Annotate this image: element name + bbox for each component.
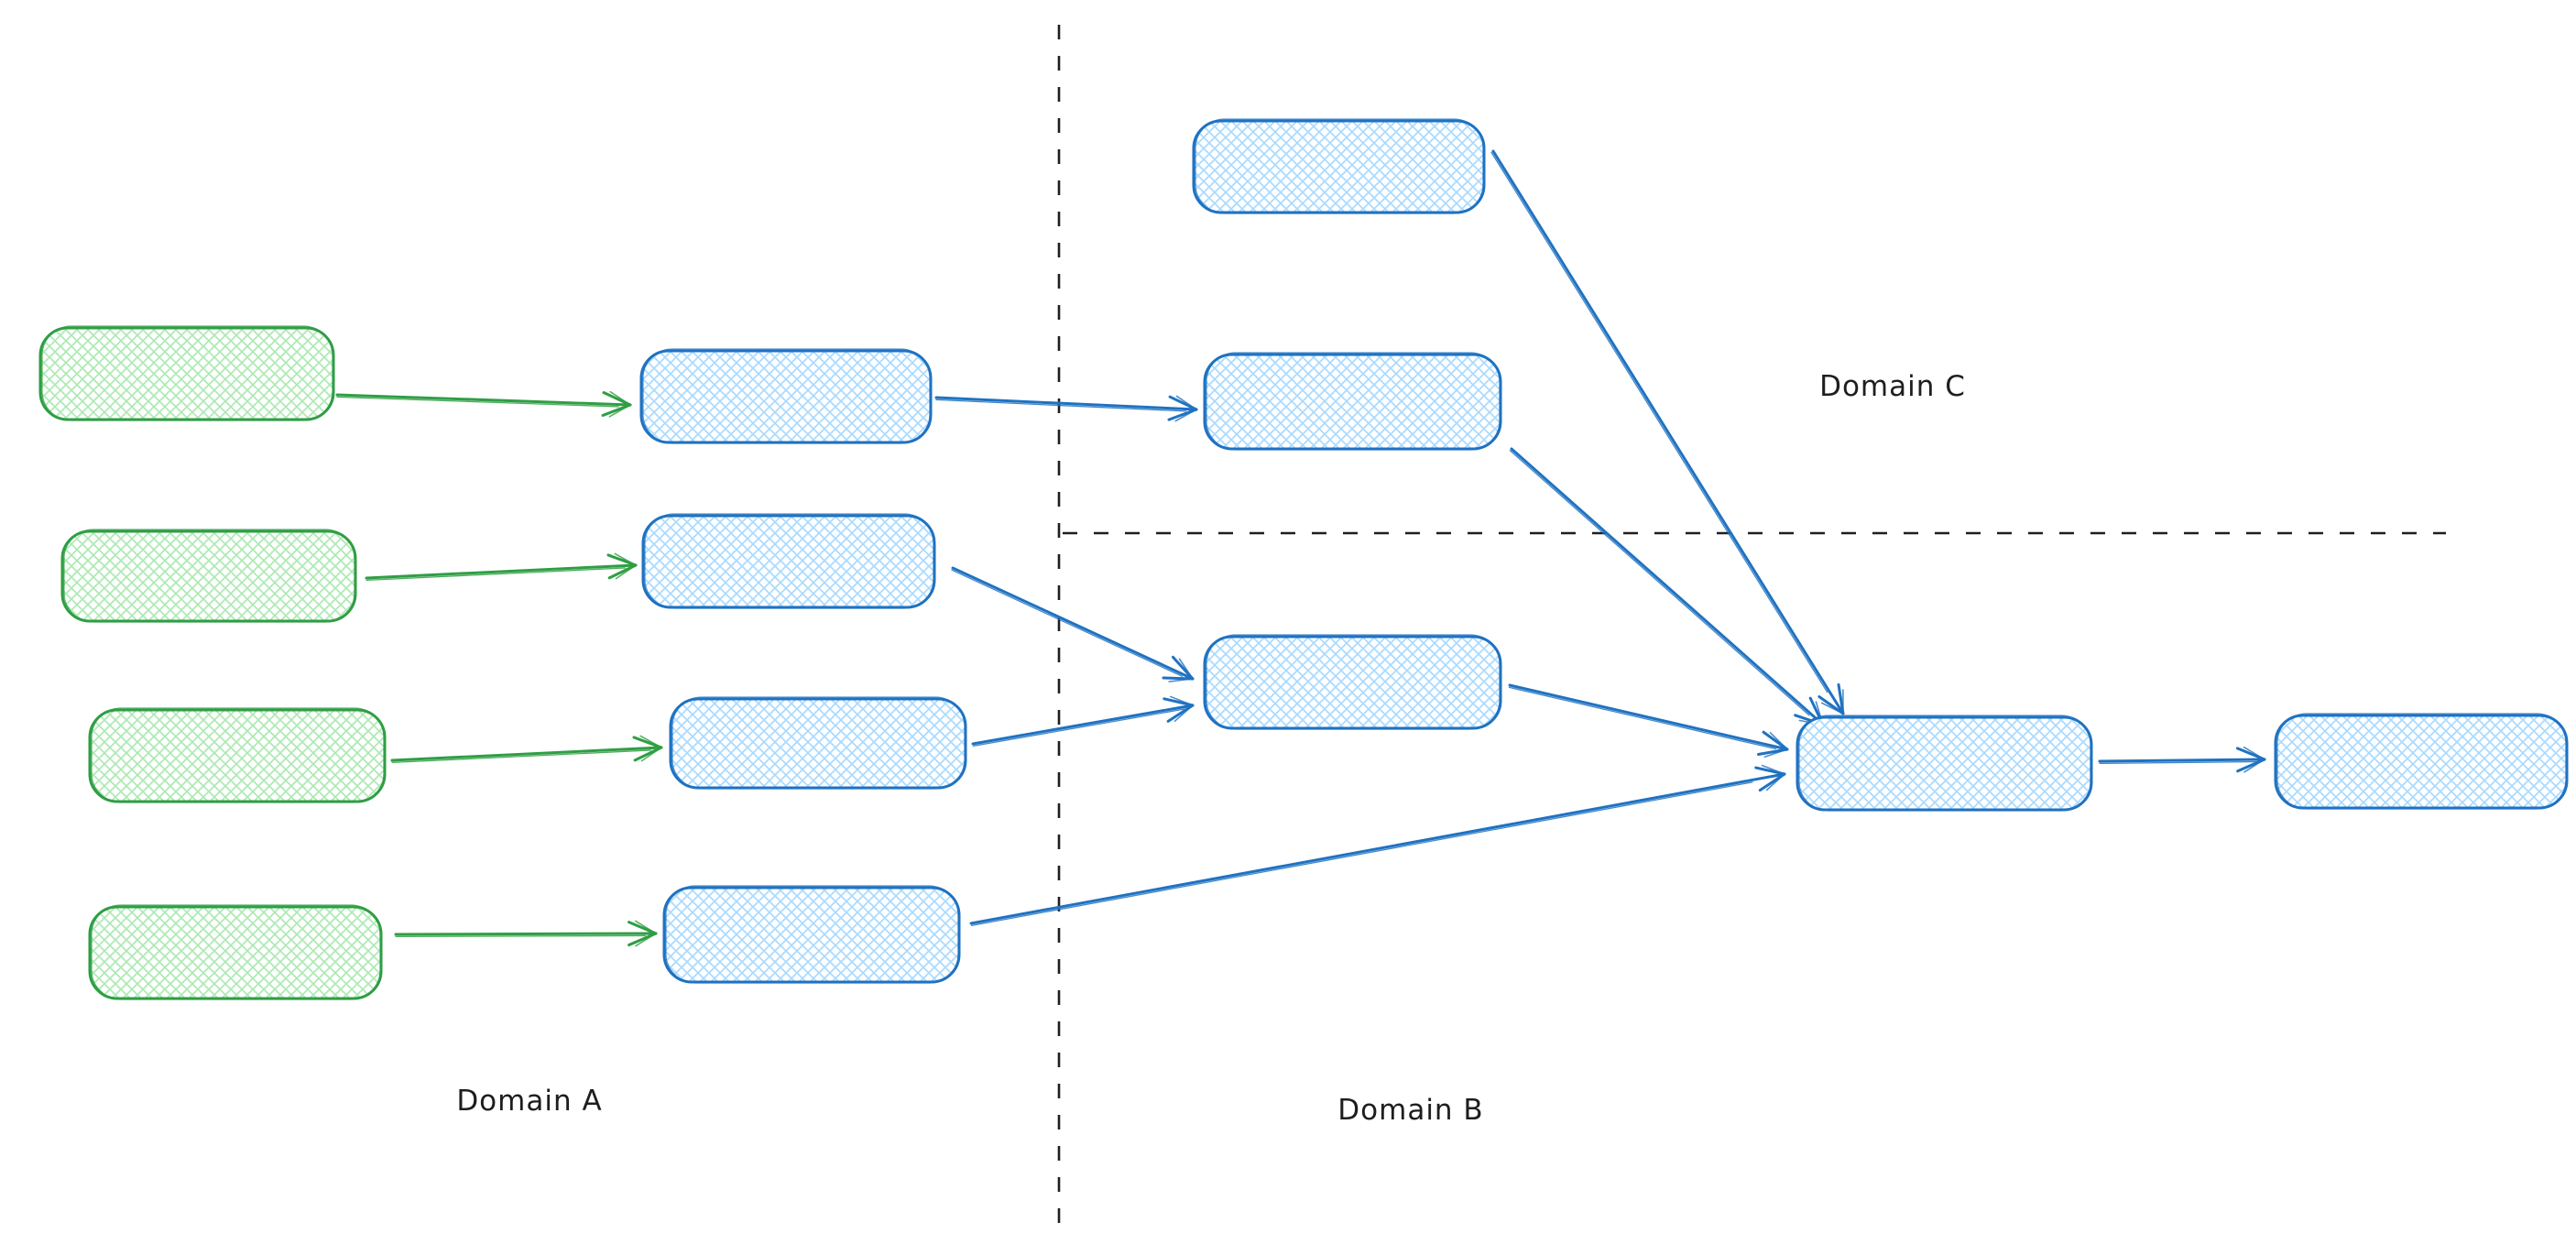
edge-a4-hub	[969, 764, 1786, 927]
blue-c-1	[1192, 118, 1486, 214]
domain-c-label: Domain C	[1819, 370, 1966, 403]
green-source-3	[88, 707, 387, 803]
nodes-layer	[38, 118, 2569, 1000]
edge-a2-b1	[951, 566, 1195, 682]
green-source-4	[88, 904, 383, 1000]
edge-g3-a3	[390, 735, 663, 764]
edge-g4-a4	[394, 920, 658, 947]
edges-layer	[335, 149, 2266, 947]
edge-c1-hub	[1490, 149, 1845, 715]
green-source-1	[38, 325, 335, 421]
blue-a-2	[641, 513, 936, 609]
edge-a1-c2	[934, 395, 1198, 422]
edge-c2-hub	[1509, 447, 1825, 726]
blue-b-end	[2274, 713, 2569, 810]
edge-a3-b1	[971, 695, 1195, 748]
domain-a-label: Domain A	[456, 1085, 602, 1118]
edge-b1-hub	[1508, 683, 1789, 758]
blue-a-3	[669, 696, 967, 790]
blue-b-1	[1203, 634, 1502, 730]
green-source-2	[60, 529, 357, 623]
blue-a-1	[639, 348, 933, 444]
labels-layer: Domain A Domain B Domain C	[456, 370, 1966, 1127]
domain-b-label: Domain B	[1337, 1094, 1483, 1127]
edge-hub-end	[2098, 746, 2266, 773]
blue-b-hub	[1796, 715, 2093, 812]
dividers-layer	[1057, 25, 2446, 1239]
blue-c-2	[1203, 352, 1502, 451]
blue-a-4	[662, 885, 961, 984]
edge-g1-a1	[335, 390, 632, 418]
edge-g2-a2	[365, 552, 638, 582]
